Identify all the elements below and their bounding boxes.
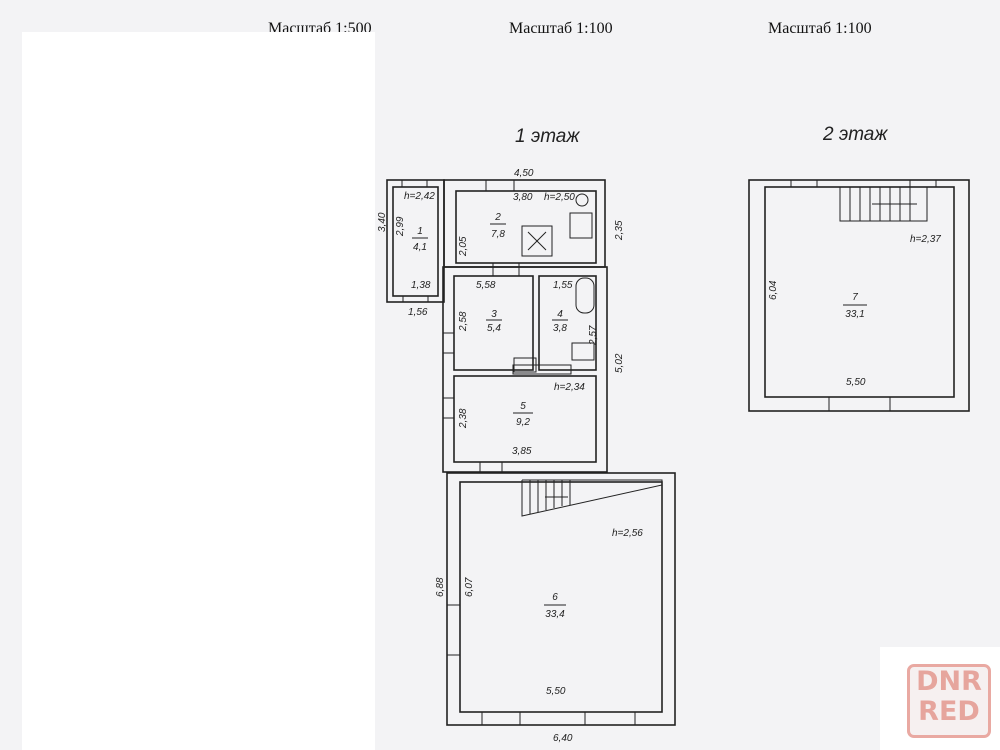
room-7-label: 733,1 <box>843 292 867 320</box>
svg-text:4,1: 4,1 <box>413 242 427 253</box>
dim-r6-outer-width: 6,40 <box>553 733 573 744</box>
scale-label-center: Масштаб 1:100 <box>509 20 613 37</box>
height-r6: h=2,56 <box>612 528 643 539</box>
dim-r2-height: 2,05 <box>458 236 469 257</box>
svg-text:1: 1 <box>417 226 423 237</box>
svg-text:2: 2 <box>494 212 501 223</box>
svg-text:4: 4 <box>557 309 563 320</box>
floor1-title: 1 этаж <box>515 126 580 147</box>
boiler-icon <box>575 193 589 207</box>
dim-right-235: 2,35 <box>614 220 625 241</box>
dim-r5-height: 2,38 <box>458 408 469 429</box>
dim-r6-outer-height: 6,88 <box>435 577 446 597</box>
floor1-walls <box>386 179 676 726</box>
dim-top-width: 4,50 <box>514 168 534 179</box>
dim-r2-width: 3,80 <box>513 192 533 203</box>
bathtub-icon <box>575 277 595 314</box>
svg-text:5,4: 5,4 <box>487 323 501 334</box>
dim-left-340: 3,40 <box>377 212 388 232</box>
watermark-logo: DNR RED <box>907 664 991 738</box>
dim-r1-height: 2,99 <box>395 216 406 237</box>
chimney-icon <box>521 225 553 257</box>
watermark-line2: RED <box>918 696 980 727</box>
dim-r1-width: 1,38 <box>411 280 431 291</box>
dim-r5-width: 3,85 <box>512 446 532 457</box>
stove-icon <box>569 212 593 239</box>
dim-r6-height: 6,07 <box>464 577 475 597</box>
room-4-label: 43,8 <box>552 309 568 334</box>
dim-r4-width: 1,55 <box>553 280 573 291</box>
dim-r1-outer: 1,56 <box>408 307 428 318</box>
svg-text:7,8: 7,8 <box>491 229 505 240</box>
dim-right-502: 5,02 <box>614 353 625 373</box>
height-r5: h=2,34 <box>554 382 585 393</box>
dim-r4-height: 2,57 <box>588 325 599 346</box>
height-r7: h=2,37 <box>910 234 941 245</box>
toilet-icon <box>571 342 595 361</box>
dim-r7-height: 6,04 <box>768 280 779 300</box>
svg-text:3: 3 <box>491 309 497 320</box>
height-r2: h=2,50 <box>544 192 575 203</box>
dim-r7-width: 5,50 <box>846 377 866 388</box>
room-2-label: 27,8 <box>490 212 506 240</box>
dim-r6-width: 5,50 <box>546 686 566 697</box>
room-1-label: 14,1 <box>412 226 428 253</box>
watermark-line1: DNR <box>916 666 982 697</box>
svg-text:33,1: 33,1 <box>845 309 864 320</box>
svg-text:6: 6 <box>552 592 558 603</box>
svg-text:7: 7 <box>852 292 858 303</box>
svg-text:5: 5 <box>520 401 526 412</box>
height-r1: h=2,42 <box>404 191 435 202</box>
room-5-label: 59,2 <box>513 401 533 428</box>
room-6-label: 633,4 <box>544 592 566 620</box>
blank-panel <box>22 32 375 750</box>
dim-r3-width: 5,58 <box>476 280 496 291</box>
svg-text:33,4: 33,4 <box>545 609 565 620</box>
room-3-label: 35,4 <box>486 309 502 334</box>
heater-icon <box>512 364 572 375</box>
dim-r3-height: 2,58 <box>458 311 469 332</box>
svg-text:3,8: 3,8 <box>553 323 567 334</box>
svg-text:9,2: 9,2 <box>516 417 530 428</box>
floor2-walls <box>748 179 970 412</box>
scale-label-right: Масштаб 1:100 <box>768 20 872 37</box>
floor2-title: 2 этаж <box>823 124 888 145</box>
